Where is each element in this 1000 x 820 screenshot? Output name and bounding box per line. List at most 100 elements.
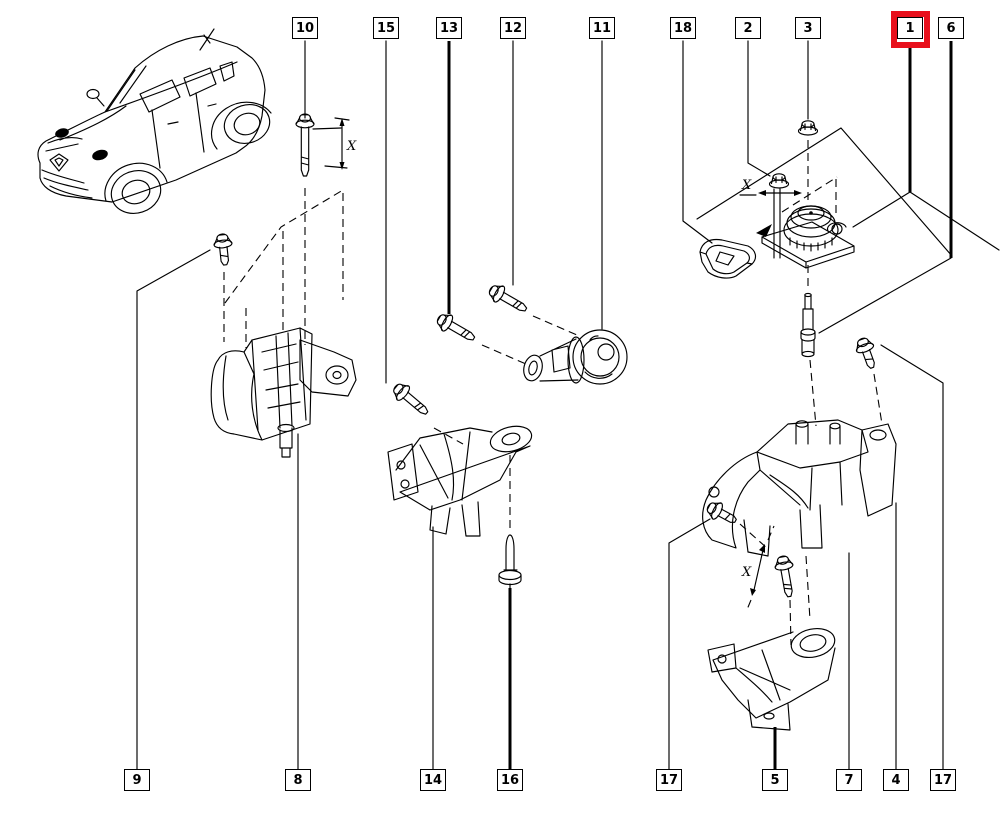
dim-x-nut2: X — [739, 178, 802, 196]
leader-17b — [880, 344, 944, 770]
callout-1-highlighted[interactable]: 1 — [897, 17, 923, 39]
car-rear-wheel — [223, 104, 271, 144]
nut-2 — [768, 173, 790, 189]
car-illustration — [37, 28, 272, 214]
callout-4[interactable]: 4 — [883, 769, 909, 791]
car-windshield — [106, 65, 147, 112]
centerline-bolt13 — [481, 344, 527, 365]
bolt10-dim-tie — [312, 127, 342, 130]
leader-9 — [136, 249, 211, 770]
dim-x-bolt10: X — [324, 117, 357, 170]
bolt-12 — [485, 280, 531, 318]
leader-2 — [747, 40, 771, 177]
callout-12[interactable]: 12 — [500, 17, 526, 39]
callout-11[interactable]: 11 — [589, 17, 615, 39]
car-door-lines — [151, 92, 217, 169]
callout-1-label: 1 — [905, 20, 915, 36]
right-plane-solid — [696, 127, 1000, 257]
bolt-lower-right — [772, 554, 799, 599]
car-wheel-arches — [104, 101, 272, 202]
callout-11-label: 11 — [592, 20, 612, 36]
parts — [210, 113, 897, 731]
callout-17-left[interactable]: 17 — [656, 769, 682, 791]
bracket-14 — [387, 425, 533, 537]
callout-18-label: 18 — [673, 20, 693, 36]
callout-18[interactable]: 18 — [670, 17, 696, 39]
construction-lines — [223, 127, 1000, 646]
nut-3 — [797, 120, 819, 136]
callout-5[interactable]: 5 — [762, 769, 788, 791]
callout-15[interactable]: 15 — [373, 17, 399, 39]
callout-10[interactable]: 10 — [292, 17, 318, 39]
lower-right-bracket-5 — [707, 627, 836, 731]
callout-7-label: 7 — [844, 772, 854, 788]
leader-6-diag — [818, 257, 952, 334]
bolt-7 — [852, 334, 882, 372]
car-rear-window — [183, 67, 217, 97]
car-bumper-lines — [41, 169, 93, 199]
centerline-bolt12 — [532, 315, 578, 336]
left-plane-dashed — [224, 189, 344, 304]
car-mount-spot-left — [55, 128, 69, 138]
callout-10-label: 10 — [295, 20, 315, 36]
dimension-markers: X X X — [324, 117, 802, 613]
leader-1-diag — [852, 191, 911, 228]
callout-6[interactable]: 6 — [938, 17, 964, 39]
centerline-stud — [807, 265, 817, 427]
bolt-9 — [212, 232, 235, 267]
dim-x-label-3: X — [741, 565, 752, 580]
centerline-bolt7 — [873, 373, 883, 425]
callout-13[interactable]: 13 — [436, 17, 462, 39]
car-hood-lines — [45, 105, 127, 152]
car-quarter-window — [219, 61, 235, 82]
callout-8[interactable]: 8 — [285, 769, 311, 791]
car-renault-logo — [49, 153, 69, 172]
car-body-outline — [37, 35, 266, 203]
callout-14[interactable]: 14 — [420, 769, 446, 791]
dim-x-label-2: X — [741, 178, 752, 193]
callout-6-label: 6 — [946, 20, 956, 36]
right-plane-dashed — [781, 176, 838, 214]
callout-3-label: 3 — [803, 20, 813, 36]
bolt-10 — [295, 113, 315, 177]
car-mount-spot-right — [92, 149, 108, 161]
callout-2-label: 2 — [743, 20, 753, 36]
callout-5-label: 5 — [770, 772, 780, 788]
dim-x-label-1: X — [346, 139, 357, 154]
centerline-bolt15 — [433, 427, 464, 445]
callout-2[interactable]: 2 — [735, 17, 761, 39]
callout-17-right[interactable]: 17 — [930, 769, 956, 791]
callout-3[interactable]: 3 — [795, 17, 821, 39]
callout-7[interactable]: 7 — [836, 769, 862, 791]
screw-16 — [498, 534, 522, 589]
bolt-17-left — [703, 497, 741, 530]
car-antenna-mark — [199, 28, 215, 51]
callout-16[interactable]: 16 — [497, 769, 523, 791]
upper-right-bracket — [702, 419, 897, 557]
left-plane-drop-lines — [245, 193, 344, 348]
nut-2-stud — [773, 188, 781, 259]
leader-18 — [682, 40, 713, 244]
callout-16-label: 16 — [500, 772, 520, 788]
car-mirror-stem — [96, 97, 105, 107]
bolt-13 — [433, 309, 479, 347]
car-mirror — [86, 88, 100, 100]
bolt-15 — [388, 379, 434, 421]
car-beltline — [104, 61, 238, 113]
callout-9-label: 9 — [132, 772, 142, 788]
callout-12-label: 12 — [503, 20, 523, 36]
callout-9[interactable]: 9 — [124, 769, 150, 791]
left-mount-assembly — [210, 327, 357, 458]
callout-17-left-label: 17 — [659, 772, 679, 788]
torque-rod-11 — [523, 329, 628, 385]
top-mount-1 — [756, 205, 855, 269]
callout-15-label: 15 — [376, 20, 396, 36]
lower-bracket-droplines — [789, 555, 811, 646]
callout-13-label: 13 — [439, 20, 459, 36]
callout-8-label: 8 — [293, 772, 303, 788]
car-front-window — [139, 79, 181, 113]
cover-18 — [699, 238, 757, 279]
dim-x-lower: X — [741, 525, 775, 613]
